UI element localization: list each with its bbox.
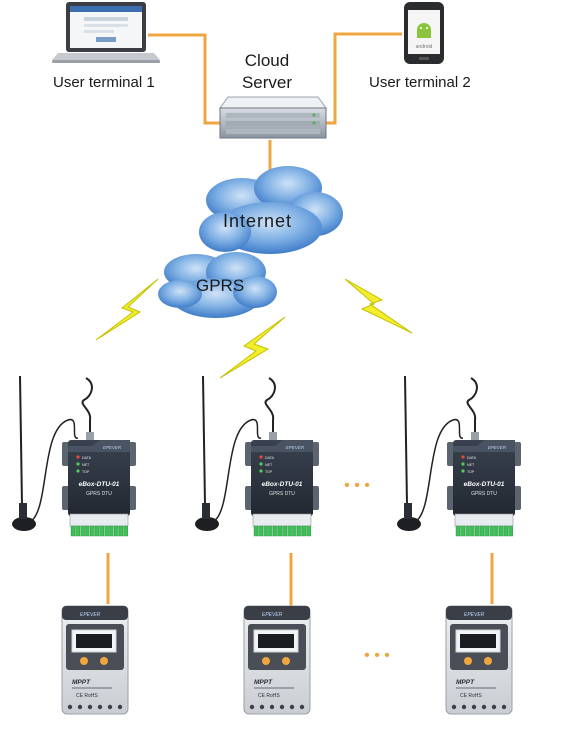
solar-controller-3: EPEVER MPPT CE RoHS [445, 605, 513, 715]
dtu-subtitle-label: GPRS DTU [471, 491, 497, 497]
cloud-server-line2: Server [241, 73, 293, 92]
led-label: NET [82, 463, 90, 467]
whip-antenna-icon [81, 377, 94, 442]
internet-cloud [199, 166, 343, 254]
dtu-terminal-strip [454, 513, 514, 527]
dtu-terminal-strip [69, 513, 129, 527]
dtu-model-label: eBox-DTU-01 [464, 481, 505, 488]
dtu-model-label: eBox-DTU-01 [262, 481, 303, 488]
magnetic-antenna-icon [397, 375, 464, 531]
dtu-brand-label: EPEVER [488, 445, 507, 450]
gprs-cloud [158, 252, 277, 318]
controller-button-icon [484, 657, 492, 665]
magnetic-antenna-icon [195, 375, 262, 531]
led-indicator-icon [259, 455, 263, 459]
led-label: DATA [82, 456, 92, 460]
cloud-server-line1: Cloud [244, 51, 290, 70]
dtu-ellipsis: • • • [344, 477, 370, 494]
led-indicator-icon [76, 455, 80, 459]
solar-controller-1: EPEVER MPPT CE RoHS [61, 605, 129, 715]
controller-button-icon [262, 657, 270, 665]
whip-antenna-icon [264, 377, 277, 442]
controller-mppt-label: MPPT [456, 679, 475, 686]
controller-button-icon [464, 657, 472, 665]
led-indicator-icon [76, 462, 80, 466]
controller-cert-label: CE RoHS [258, 693, 280, 699]
controller-brand-label: EPEVER [80, 612, 101, 618]
controller-button-icon [100, 657, 108, 665]
internet-label: Internet [223, 211, 293, 231]
gprs-label: GPRS [196, 276, 245, 295]
dtu-model-label: eBox-DTU-01 [79, 481, 120, 488]
lightning-bolt-right [344, 278, 413, 334]
server-icon [219, 96, 327, 139]
led-label: TOP [82, 470, 90, 474]
lightning-bolt-left [95, 278, 159, 341]
dtu-subtitle-label: GPRS DTU [86, 491, 112, 497]
solar-controller-2: EPEVER MPPT CE RoHS [243, 605, 311, 715]
controller-cert-label: CE RoHS [76, 693, 98, 699]
cloud-server-label: Cloud Server [231, 50, 303, 94]
led-indicator-icon [461, 455, 465, 459]
led-indicator-icon [461, 469, 465, 473]
controller-button-icon [282, 657, 290, 665]
controller-mppt-label: MPPT [254, 679, 273, 686]
controller-button-icon [80, 657, 88, 665]
controller-brand-label: EPEVER [262, 612, 283, 618]
led-label: DATA [467, 456, 477, 460]
led-indicator-icon [259, 469, 263, 473]
led-label: NET [467, 463, 475, 467]
whip-antenna-icon [466, 377, 479, 442]
led-indicator-icon [259, 462, 263, 466]
magnetic-antenna-icon [12, 375, 79, 531]
user-terminal-1-label: User terminal 1 [53, 74, 155, 91]
user-terminal-2-label: User terminal 2 [369, 74, 471, 91]
svg-text:android: android [416, 44, 433, 50]
dtu-subtitle-label: GPRS DTU [269, 491, 295, 497]
led-label: DATA [265, 456, 275, 460]
led-label: NET [265, 463, 273, 467]
dtu-terminal-strip [252, 513, 312, 527]
controller-cert-label: CE RoHS [460, 693, 482, 699]
smartphone-icon: android [404, 2, 444, 64]
controller-mppt-label: MPPT [72, 679, 91, 686]
lightning-bolt-center [219, 316, 286, 379]
dtu-brand-label: EPEVER [286, 445, 305, 450]
led-label: TOP [265, 470, 273, 474]
link-terminal1-server [148, 33, 228, 125]
led-indicator-icon [461, 462, 465, 466]
controller-ellipsis: • • • [364, 647, 390, 664]
controller-brand-label: EPEVER [464, 612, 485, 618]
dtu-brand-label: EPEVER [103, 445, 122, 450]
led-indicator-icon [76, 469, 80, 473]
laptop-icon [52, 2, 160, 63]
led-label: TOP [467, 470, 475, 474]
